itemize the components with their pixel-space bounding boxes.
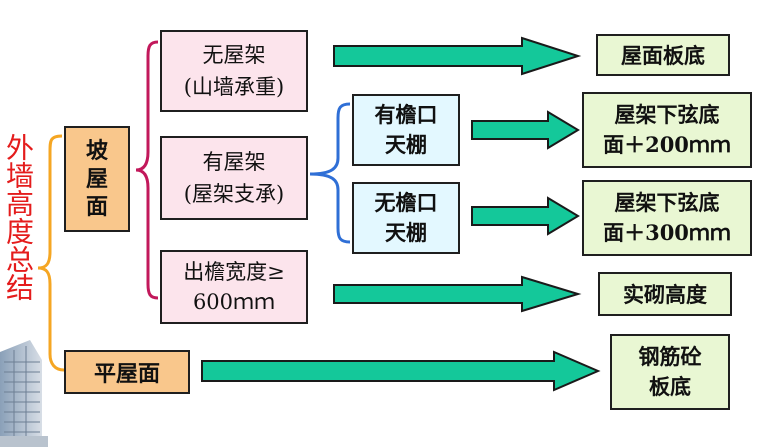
arrow-eave-width xyxy=(333,275,582,313)
with-eave-ceiling-box: 有檐口 天棚 xyxy=(352,94,460,166)
sloped-roof-box: 坡 屋 面 xyxy=(64,126,130,232)
with-truss-box: 有屋架 (屋架支承) xyxy=(160,136,308,220)
result-truss-plus-200: 屋架下弦底 面＋200ｍｍ xyxy=(582,92,752,168)
no-truss-box: 无屋架 (山墙承重) xyxy=(160,30,308,112)
no-eave-ceiling-box: 无檐口 天棚 xyxy=(352,182,460,254)
arrow-with-eave xyxy=(471,110,580,150)
truss-bracket xyxy=(309,102,351,244)
flat-roof-box: 平屋面 xyxy=(64,350,190,394)
arrow-no-truss xyxy=(333,36,582,76)
sloped-roof-bracket xyxy=(135,40,159,300)
eave-width-box: 出檐宽度≥ 600ｍｍ xyxy=(160,250,308,324)
result-truss-plus-300: 屋架下弦底 面＋300ｍｍ xyxy=(582,180,752,256)
result-roof-slab-bottom: 屋面板底 xyxy=(596,34,730,76)
building-image xyxy=(0,340,48,447)
result-concrete-slab-bottom: 钢筋砼 板底 xyxy=(610,334,730,410)
result-actual-masonry-height: 实砌高度 xyxy=(598,272,732,316)
arrow-no-eave xyxy=(471,196,580,236)
arrow-flat-roof xyxy=(201,350,601,392)
main-bracket xyxy=(37,134,65,372)
diagram-title: 外墙高度总结 xyxy=(2,133,35,301)
